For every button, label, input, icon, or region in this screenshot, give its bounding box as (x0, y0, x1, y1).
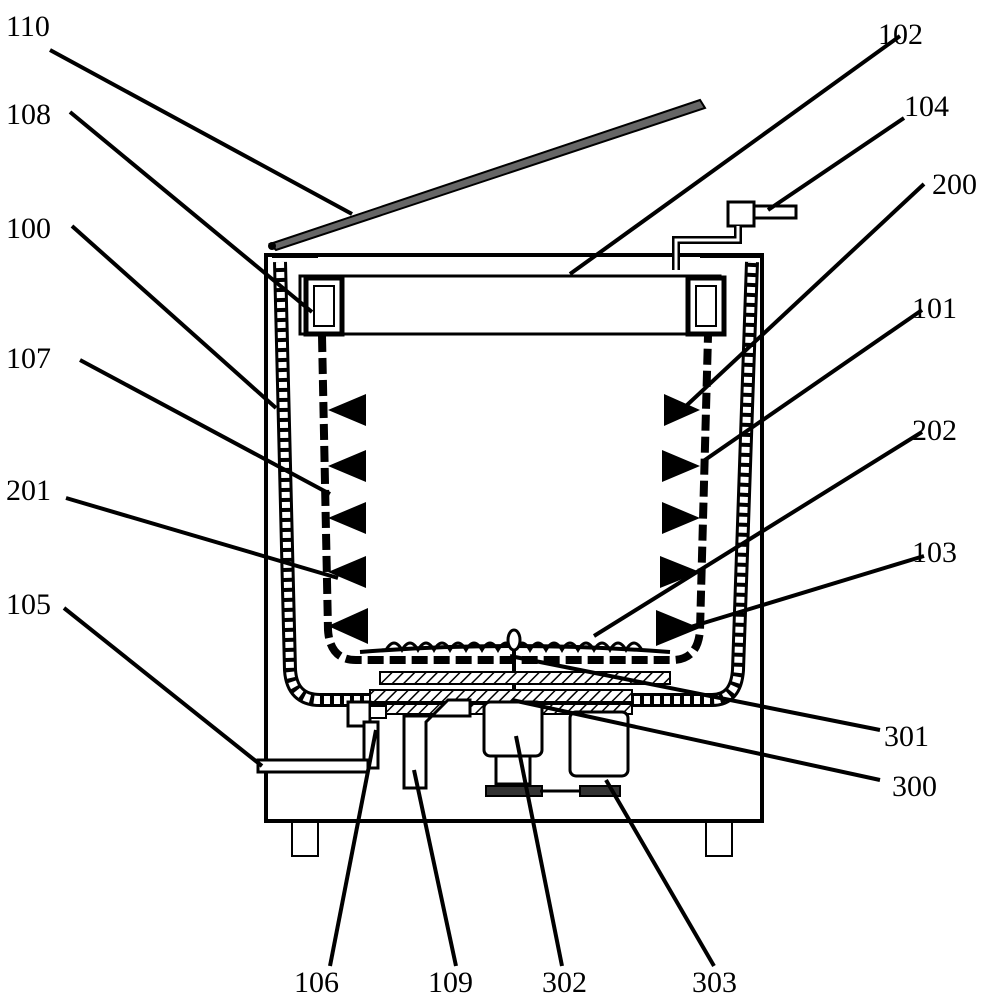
label-104: 104 (904, 90, 949, 123)
label-100: 100 (6, 212, 51, 245)
leader-lines (49, 34, 926, 968)
inner-drum (318, 335, 712, 664)
lid (268, 98, 707, 252)
label-303: 303 (692, 966, 737, 999)
brushes-right (656, 394, 700, 646)
label-108: 108 (6, 98, 51, 131)
label-301: 301 (884, 720, 929, 753)
label-200: 200 (932, 168, 977, 201)
motor-302 (482, 700, 544, 797)
label-302: 302 (542, 966, 587, 999)
label-107: 107 (6, 342, 51, 375)
label-110: 110 (6, 10, 50, 43)
water-inlet (672, 200, 798, 270)
label-201: 201 (6, 474, 51, 507)
labels: 110 108 100 107 201 105 102 104 200 101 … (6, 10, 977, 999)
label-105: 105 (6, 588, 51, 621)
balance-ring (298, 274, 727, 337)
drain-pump (402, 698, 472, 790)
label-106: 106 (294, 966, 339, 999)
drain-valve (346, 700, 387, 770)
outer-cabinet (264, 253, 764, 857)
label-202: 202 (912, 414, 957, 447)
motor-303 (540, 710, 630, 797)
label-102: 102 (878, 18, 923, 51)
drain-hose (256, 758, 370, 774)
brushes-left (328, 394, 368, 644)
pulsator (359, 628, 671, 700)
label-103: 103 (912, 536, 957, 569)
label-101: 101 (912, 292, 957, 325)
label-300: 300 (892, 770, 937, 803)
label-109: 109 (428, 966, 473, 999)
